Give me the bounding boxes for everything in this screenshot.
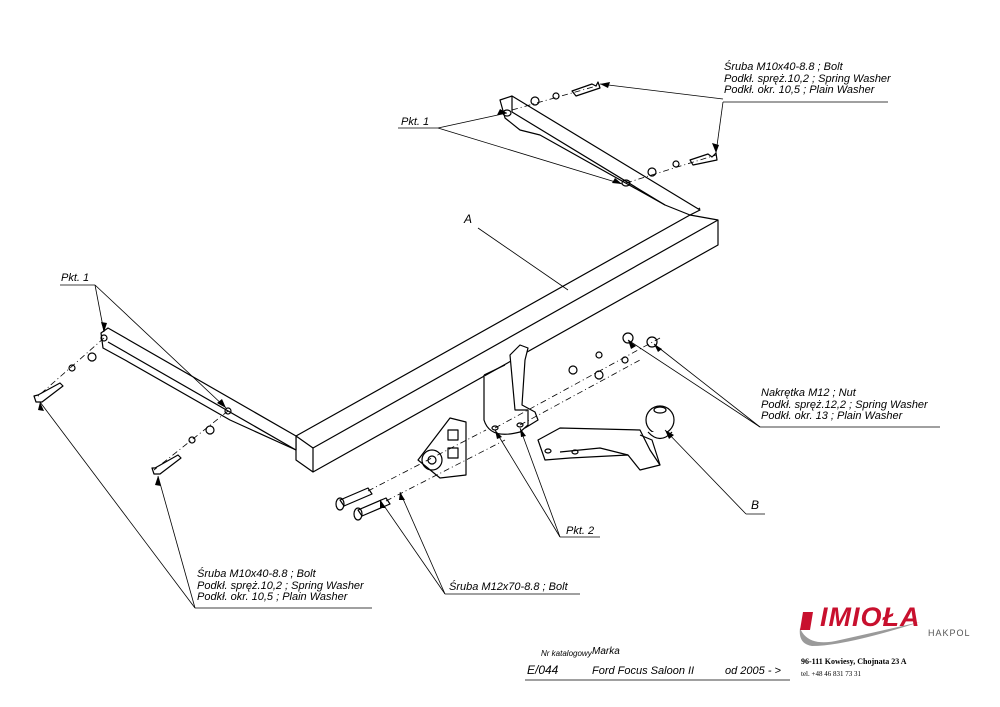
bottom-left-bolt-line1: Śruba M10x40-8.8 ; Bolt <box>197 568 316 580</box>
top-right-bolt-line2: Podkł. spręż.10,2 ; Spring Washer <box>724 72 891 85</box>
imiola-logo-mark <box>799 612 920 646</box>
leader-lines <box>39 83 940 681</box>
pkt2-label: Pkt. 2 <box>566 525 595 537</box>
company-sub-brand: HAKPOL <box>928 628 971 638</box>
top-right-bolt-callout: Śruba M10x40-8.8 ; Bolt Podkł. spręż.10,… <box>724 61 891 97</box>
label-a: A <box>464 212 473 226</box>
nut-line1: Nakrętka M12 ; Nut <box>761 387 856 399</box>
m12-bolt-label: Śruba M12x70-8.8 ; Bolt <box>449 581 568 593</box>
tow-ball-b <box>537 405 675 471</box>
pkt1-left-label: Pkt. 1 <box>61 272 90 284</box>
nut-callout: Nakrętka M12 ; Nut Podkł. spręż.12,2 ; S… <box>761 387 928 423</box>
model-years: od 2005 - > <box>725 665 781 677</box>
bottom-left-bolt-line3: Podkł. okr. 10,5 ; Plain Washer <box>197 591 348 603</box>
company-phone: tel. +48 46 831 73 31 <box>801 670 861 678</box>
car-model: Ford Focus Saloon II <box>592 665 695 677</box>
top-right-bolt-line3: Podkł. okr. 10,5 ; Plain Washer <box>724 84 875 96</box>
arrow-heads <box>38 82 719 508</box>
pkt1-top-label: Pkt. 1 <box>401 116 430 128</box>
brand-header: Marka <box>592 646 620 657</box>
label-b: B <box>751 498 760 512</box>
nut-line2: Podkł. spręż.12,2 ; Spring Washer <box>761 398 928 411</box>
bottom-left-bolt-callout: Śruba M10x40-8.8 ; Bolt Podkł. spręż.10,… <box>197 568 364 604</box>
mounting-plate <box>483 344 539 435</box>
bottom-left-bolt-line2: Podkł. spręż.10,2 ; Spring Washer <box>197 579 364 592</box>
top-right-bolt-line1: Śruba M10x40-8.8 ; Bolt <box>724 61 843 73</box>
right-nut-hardware <box>568 332 658 380</box>
left-hardware <box>33 352 215 475</box>
right-side-bracket <box>499 95 701 216</box>
catalog-header: Nr katalogowy <box>541 649 592 658</box>
company-logo-text: IMIOŁA <box>820 602 921 632</box>
left-side-bracket <box>100 327 297 451</box>
nut-line3: Podkł. okr. 13 ; Plain Washer <box>761 410 903 422</box>
socket-plate <box>417 417 467 479</box>
company-address: 96-111 Kowiesy, Chojnata 23 A <box>801 657 907 666</box>
catalog-number: E/044 <box>527 663 559 677</box>
assembly-axes <box>35 84 717 502</box>
